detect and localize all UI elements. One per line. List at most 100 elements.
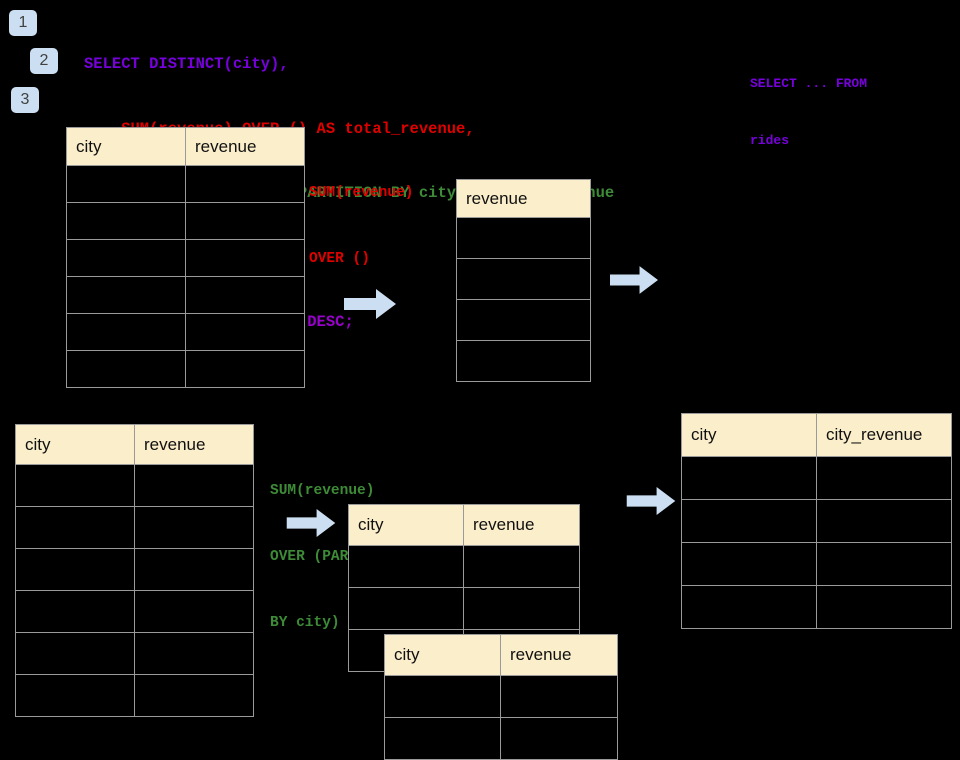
cell-revenue <box>456 299 591 341</box>
cell-city <box>66 202 186 240</box>
column-header-revenue: revenue <box>463 504 580 546</box>
table-row <box>681 542 952 586</box>
table-header-row: revenue <box>456 179 591 218</box>
table-row <box>66 350 305 388</box>
column-header-revenue: revenue <box>185 127 305 166</box>
annotation-select-from: SELECT ... FROM rides <box>750 36 867 188</box>
table-row <box>66 202 305 240</box>
cell-city <box>681 499 817 543</box>
cell-city <box>15 632 135 675</box>
cell-revenue <box>456 340 591 382</box>
annotation-sum-over-empty-line-1: SUM(revenue) <box>309 185 414 201</box>
cell-city-revenue <box>816 499 952 543</box>
cell-city <box>348 587 464 630</box>
table-row <box>348 587 580 630</box>
cell-revenue <box>134 590 254 633</box>
table-row <box>456 340 591 382</box>
cell-revenue <box>185 276 305 314</box>
cell-revenue <box>185 350 305 388</box>
cell-city <box>384 717 501 760</box>
table-body <box>15 464 254 717</box>
table-final-result: city city_revenue <box>681 413 952 629</box>
table-header-row: city revenue <box>66 127 305 166</box>
table-rides-partition-source: city revenue <box>15 424 254 717</box>
column-header-revenue: revenue <box>456 179 591 218</box>
table-row <box>66 276 305 314</box>
annotation-sum-over-partition-line-3: BY city) <box>270 615 340 631</box>
cell-revenue <box>134 506 254 549</box>
table-body <box>384 675 618 760</box>
table-body <box>681 456 952 629</box>
table-total-revenue: revenue <box>456 179 591 382</box>
table-row <box>456 217 591 259</box>
table-row <box>15 506 254 549</box>
column-header-city: city <box>681 413 817 457</box>
column-header-city: city <box>15 424 135 465</box>
table-header-row: city revenue <box>384 634 618 676</box>
column-header-city: city <box>66 127 186 166</box>
column-header-revenue: revenue <box>134 424 254 465</box>
cell-revenue <box>463 587 580 630</box>
table-partition-group-b: city revenue <box>384 634 618 760</box>
cell-revenue <box>463 545 580 588</box>
cell-city-revenue <box>816 542 952 586</box>
table-row <box>456 299 591 341</box>
table-row <box>456 258 591 300</box>
cell-city <box>681 585 817 629</box>
table-row <box>348 545 580 588</box>
table-row <box>15 548 254 591</box>
cell-revenue <box>185 313 305 351</box>
cell-city <box>66 165 186 203</box>
cell-city <box>15 590 135 633</box>
table-row <box>384 717 618 760</box>
cell-revenue <box>134 674 254 717</box>
cell-revenue <box>185 165 305 203</box>
table-row <box>15 674 254 717</box>
annotation-select-from-line-1: SELECT ... FROM <box>750 76 868 91</box>
cell-city <box>681 542 817 586</box>
column-header-city: city <box>384 634 501 676</box>
table-row <box>15 632 254 675</box>
annotation-sum-over-empty: SUM(revenue) OVER () <box>309 138 413 314</box>
arrow-partition-to-groups <box>286 509 336 537</box>
cell-city-revenue <box>816 585 952 629</box>
cell-city <box>66 239 186 277</box>
table-row <box>15 464 254 507</box>
cell-revenue <box>134 464 254 507</box>
annotation-select-from-line-2: rides <box>750 133 790 148</box>
column-header-city-revenue: city_revenue <box>816 413 952 457</box>
cell-revenue <box>185 202 305 240</box>
cell-city <box>384 675 501 718</box>
table-row <box>384 675 618 718</box>
diagram-canvas: 1 2 3 SELECT DISTINCT(city), SUM(revenue… <box>9 10 952 760</box>
column-header-city: city <box>348 504 464 546</box>
table-row <box>681 499 952 543</box>
table-header-row: city city_revenue <box>681 413 952 457</box>
cell-city <box>15 674 135 717</box>
cell-revenue <box>456 258 591 300</box>
cell-city <box>66 313 186 351</box>
sql-line-1: SELECT DISTINCT(city), <box>84 55 289 73</box>
cell-revenue <box>500 675 618 718</box>
column-header-revenue: revenue <box>500 634 618 676</box>
table-row <box>681 585 952 629</box>
arrow-total-to-next <box>610 266 658 294</box>
table-body <box>456 217 591 382</box>
step-badge-2: 2 <box>30 48 58 74</box>
step-badge-3: 3 <box>11 87 39 113</box>
cell-city-revenue <box>816 456 952 500</box>
table-row <box>66 313 305 351</box>
annotation-sum-over-partition-line-1: SUM(revenue) <box>270 483 375 499</box>
cell-revenue <box>500 717 618 760</box>
table-row <box>681 456 952 500</box>
table-header-row: city revenue <box>348 504 580 546</box>
table-row <box>15 590 254 633</box>
cell-city <box>15 464 135 507</box>
cell-city <box>66 276 186 314</box>
cell-revenue <box>456 217 591 259</box>
cell-revenue <box>185 239 305 277</box>
annotation-sum-over-empty-line-2: OVER () <box>309 251 370 267</box>
table-row <box>66 165 305 203</box>
arrow-groups-to-result <box>626 487 676 515</box>
arrow-source-to-total <box>344 289 396 319</box>
